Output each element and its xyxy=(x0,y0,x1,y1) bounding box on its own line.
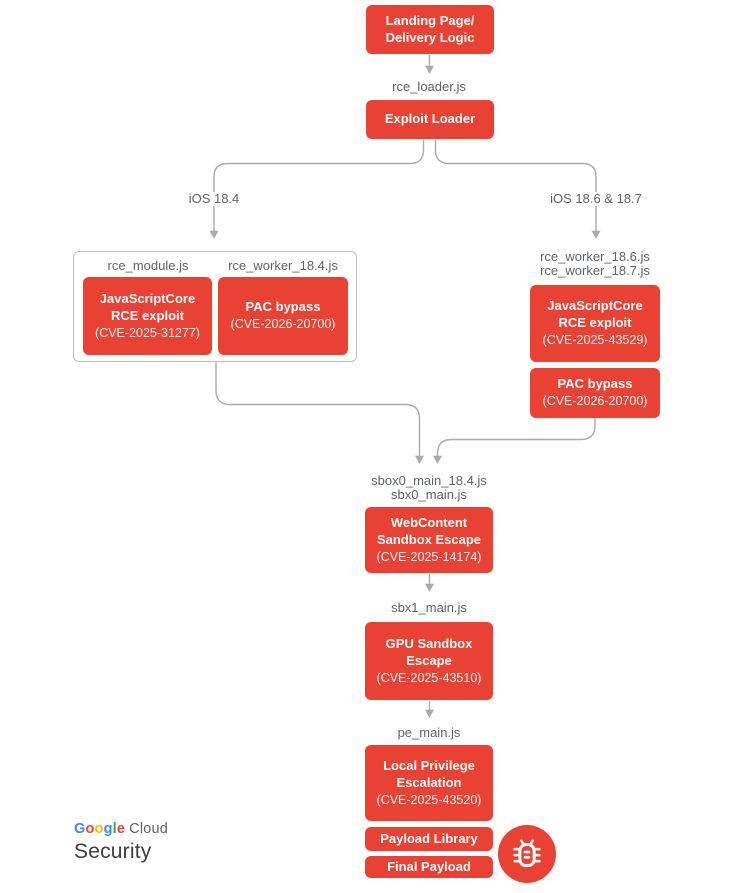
security-wordmark: Security xyxy=(74,840,152,863)
node-gpu-sandbox-escape-cve: (CVE-2025-43510) xyxy=(376,670,482,685)
node-gpu-sandbox-escape: GPU Sandbox Escape (CVE-2025-43510) xyxy=(365,622,493,700)
node-landing-page-title: Landing Page/ Delivery Logic xyxy=(385,12,475,45)
node-jsc-rce-exploit-18-6-cve: (CVE-2025-43529) xyxy=(542,333,648,348)
google-letter-g2: g xyxy=(103,821,113,837)
google-letter-e: e xyxy=(116,821,126,837)
label-rce-loader-js: rce_loader.js xyxy=(389,79,469,95)
node-pac-bypass-18-4-cve: (CVE-2026-20700) xyxy=(230,317,336,332)
node-pac-bypass-18-6-title: PAC bypass xyxy=(557,376,633,392)
bug-badge xyxy=(498,825,556,883)
bug-icon xyxy=(513,839,541,868)
node-webcontent-sandbox-escape-title: WebContent Sandbox Escape xyxy=(376,514,482,547)
node-jsc-rce-exploit-18-6-title: JavaScriptCore RCE exploit xyxy=(547,298,643,331)
node-jsc-rce-exploit-18-4: JavaScriptCore RCE exploit (CVE-2025-312… xyxy=(83,277,212,355)
node-jsc-rce-exploit-18-4-cve: (CVE-2025-31277) xyxy=(95,325,200,340)
node-exploit-loader-title: Exploit Loader xyxy=(384,111,476,127)
label-rce-module-js: rce_module.js xyxy=(104,258,192,274)
label-ios-18-6-18-7: iOS 18.6 & 18.7 xyxy=(547,191,645,207)
node-pac-bypass-18-6: PAC bypass (CVE-2026-20700) xyxy=(530,368,660,418)
node-payload-library: Payload Library xyxy=(365,827,493,851)
node-gpu-sandbox-escape-title: GPU Sandbox Escape xyxy=(385,635,473,668)
cloud-wordmark: Cloud xyxy=(129,821,169,837)
label-ios-18-4: iOS 18.4 xyxy=(185,191,243,207)
node-exploit-loader: Exploit Loader xyxy=(366,100,494,139)
google-letter-o1: o xyxy=(85,821,95,837)
node-webcontent-sandbox-escape-cve: (CVE-2025-14174) xyxy=(376,549,482,564)
label-rce-worker-18-4-js: rce_worker_18.4.js xyxy=(225,258,341,274)
node-jsc-rce-exploit-18-4-title: JavaScriptCore RCE exploit xyxy=(99,290,196,323)
node-final-payload-title: Final Payload xyxy=(387,858,471,874)
google-letter-g1: G xyxy=(74,821,86,837)
node-local-privilege-escalation: Local Privilege Escalation (CVE-2025-435… xyxy=(365,745,493,821)
node-payload-library-title: Payload Library xyxy=(380,830,478,846)
google-letter-l: l xyxy=(112,821,117,837)
node-final-payload: Final Payload xyxy=(365,856,493,878)
node-pac-bypass-18-4: PAC bypass (CVE-2026-20700) xyxy=(218,277,348,355)
node-local-privilege-escalation-title: Local Privilege Escalation xyxy=(383,757,475,790)
label-sbox0-main-js: sbox0_main_18.4.js sbx0_main.js xyxy=(368,473,490,503)
node-local-privilege-escalation-cve: (CVE-2025-43520) xyxy=(376,792,482,807)
google-letter-o2: o xyxy=(94,821,104,837)
node-pac-bypass-18-6-cve: (CVE-2026-20700) xyxy=(542,394,648,409)
node-webcontent-sandbox-escape: WebContent Sandbox Escape (CVE-2025-1417… xyxy=(365,507,493,573)
node-landing-page: Landing Page/ Delivery Logic xyxy=(366,5,494,54)
node-jsc-rce-exploit-18-6: JavaScriptCore RCE exploit (CVE-2025-435… xyxy=(530,285,660,362)
label-sbx1-main-js: sbx1_main.js xyxy=(388,600,470,616)
node-pac-bypass-18-4-title: PAC bypass xyxy=(245,299,321,315)
label-rce-worker-18-6-18-7-js: rce_worker_18.6.js rce_worker_18.7.js xyxy=(537,249,653,279)
label-pe-main-js: pe_main.js xyxy=(394,725,464,741)
